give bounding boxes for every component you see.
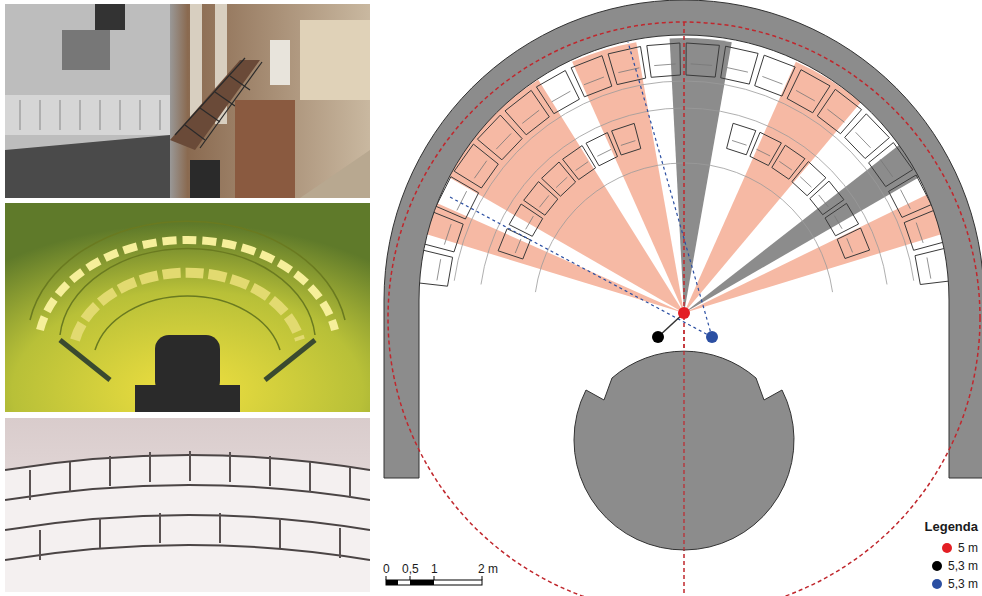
legend-title: Legenda (925, 520, 978, 534)
scale-number: 1 (431, 562, 438, 576)
scale-number: 0 (383, 562, 390, 576)
legend-text: 5,3 m (948, 559, 978, 573)
photo-scan (5, 203, 370, 412)
legend-text: 5,3 m (948, 577, 978, 591)
scale-unit: 2 m (478, 562, 498, 576)
legend-entry: 5,3 m (932, 559, 978, 573)
photo-interior (5, 4, 370, 198)
legend-swatch (932, 579, 942, 589)
legend-entry: 5 m (942, 541, 978, 555)
scale-number: 0,5 (402, 562, 419, 576)
choir-plan (384, 0, 982, 596)
legend-swatch (942, 543, 952, 553)
photo-model (5, 418, 370, 592)
legend-swatch (932, 561, 942, 571)
legend-entry: 5,3 m (932, 577, 978, 591)
legend-text: 5 m (958, 541, 978, 555)
